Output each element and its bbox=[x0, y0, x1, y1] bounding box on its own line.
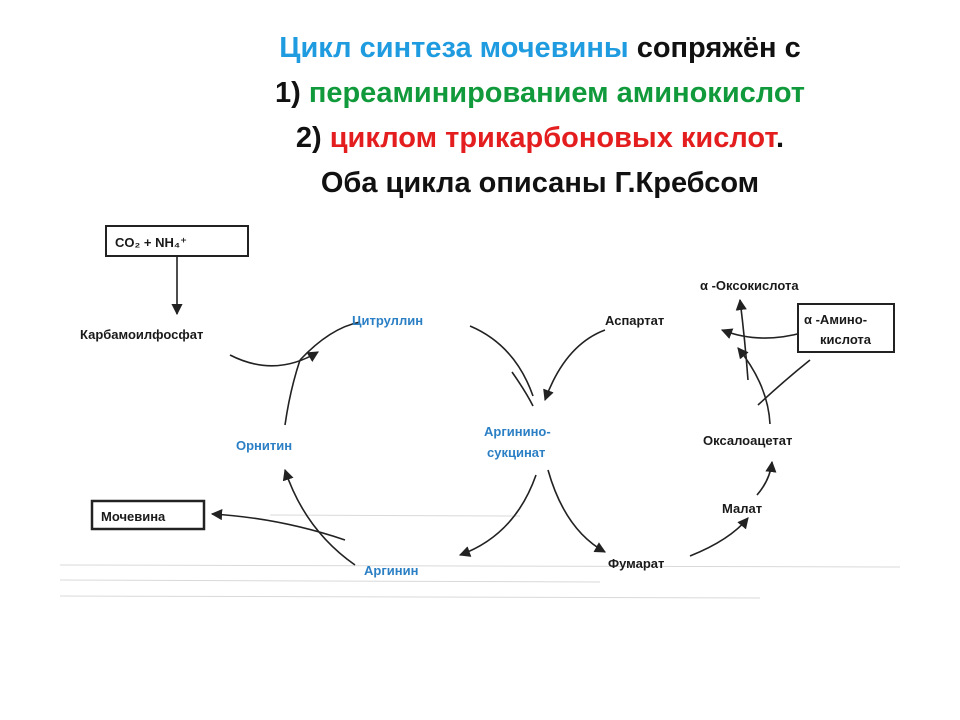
title-line-3: 2) циклом трикарбоновых кислот. bbox=[0, 116, 960, 161]
keto-acid-label: α -Оксокислота bbox=[700, 278, 799, 293]
arrow-arginine-ornithine bbox=[282, 468, 356, 566]
title-urea-cycle: Цикл синтеза мочевины bbox=[279, 32, 629, 64]
urea-label: Мочевина bbox=[101, 509, 166, 524]
title-tca-cycle: циклом трикарбоновых кислот bbox=[329, 122, 777, 154]
amino-acid-box bbox=[797, 303, 895, 353]
title-transamination: переаминированием аминокислот bbox=[308, 77, 806, 109]
arrow-aspartate-argininosuccinate bbox=[543, 329, 606, 402]
urea-box bbox=[90, 499, 206, 531]
arrow-oxaloacetate-aspartate bbox=[737, 347, 771, 425]
arginine-label: Аргинин bbox=[364, 563, 418, 578]
carbamoyl-phosphate-label: Карбамоилфосфат bbox=[80, 327, 203, 342]
citrulline-label: Цитруллин bbox=[352, 313, 423, 328]
title-coupled: сопряжён с bbox=[628, 32, 801, 64]
arc-aminoacid-loop bbox=[757, 359, 811, 406]
scan-artifacts bbox=[59, 514, 901, 599]
title-num-2: 2) bbox=[295, 122, 330, 154]
arrow-carbamoyl-into-cycle bbox=[229, 351, 319, 367]
title-line-4: Оба цикла описаны Г.Кребсом bbox=[320, 167, 760, 199]
arc-citrulline-argininosuccinate bbox=[469, 325, 534, 397]
title-line-1: Цикл синтеза мочевины сопряжён с bbox=[0, 26, 960, 71]
arrow-argininosuccinate-fumarate bbox=[547, 469, 606, 553]
arc-ornithine-up bbox=[284, 359, 301, 426]
arrow-arginine-urea bbox=[210, 509, 346, 541]
arrow-to-ketoacid bbox=[735, 298, 749, 381]
amino-acid-label-2: кислота bbox=[820, 332, 872, 347]
arrow-malate-oxaloacetate bbox=[756, 460, 777, 496]
arc-ornithine-citrulline bbox=[299, 321, 361, 361]
arrow-aspartate-join-left bbox=[511, 371, 534, 407]
co2-nh4-box bbox=[105, 225, 249, 257]
arrow-aminoacid-aspartate bbox=[720, 328, 806, 339]
amino-acid-label-1: α -Амино- bbox=[804, 312, 867, 327]
title-dot: . bbox=[776, 122, 785, 154]
aspartate-label: Аспартат bbox=[605, 313, 664, 328]
ornithine-label: Орнитин bbox=[236, 438, 292, 453]
argininosuccinate-label-2: сукцинат bbox=[487, 445, 545, 460]
title-line-2: 1) переаминированием аминокислот bbox=[0, 71, 960, 116]
title-num-1: 1) bbox=[274, 77, 309, 109]
argininosuccinate-label-1: Аргинино- bbox=[484, 424, 551, 439]
fumarate-label: Фумарат bbox=[608, 556, 664, 571]
slide-title: Цикл синтеза мочевины сопряжён с 1) пере… bbox=[0, 26, 960, 206]
co2-nh4-label: CO₂ + NH₄⁺ bbox=[115, 235, 187, 250]
arrow-fumarate-malate bbox=[689, 517, 749, 557]
oxaloacetate-label: Оксалоацетат bbox=[703, 433, 792, 448]
arrow-argininosuccinate-arginine bbox=[458, 474, 537, 557]
malate-label: Малат bbox=[722, 501, 762, 516]
